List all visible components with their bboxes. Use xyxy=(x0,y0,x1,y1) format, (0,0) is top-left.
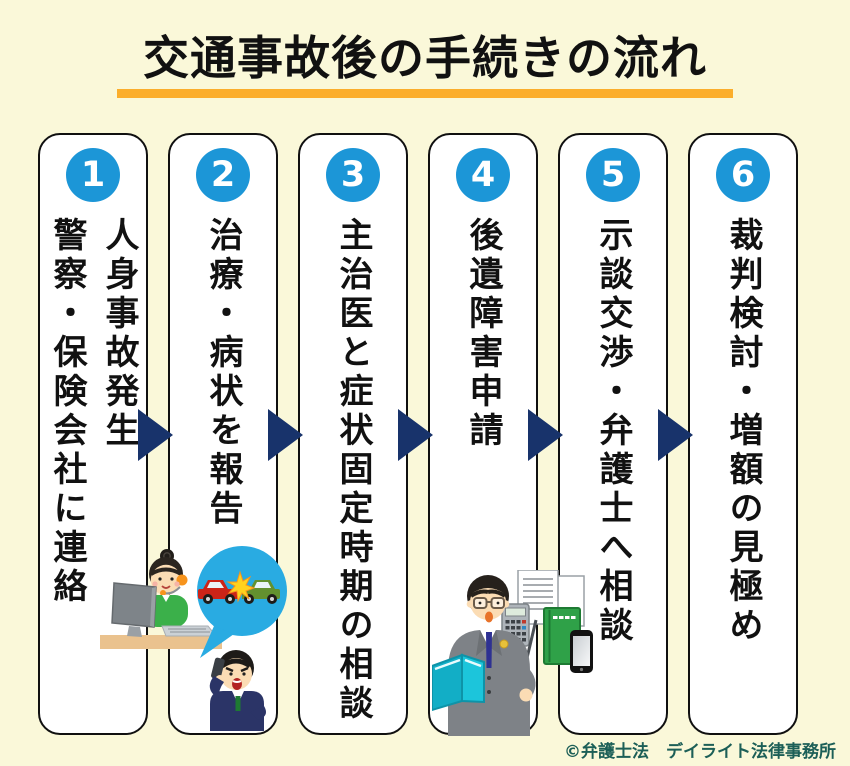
step-number: 1 xyxy=(80,155,106,195)
step-number: 3 xyxy=(340,155,366,195)
operator-at-computer-illustration xyxy=(100,549,222,649)
step-label: 後遺障害申請 xyxy=(463,217,503,451)
flow-arrow-right-icon xyxy=(268,409,303,461)
step-number-badge: 5 xyxy=(586,148,640,202)
man-reporting-accident-by-phone-illustration xyxy=(197,546,287,731)
step-number-badge: 1 xyxy=(66,148,120,202)
step-number: 6 xyxy=(730,155,756,195)
step-label: 裁判検討・増額の見極め xyxy=(723,217,763,646)
step-number: 5 xyxy=(600,155,626,195)
page-title: 交通事故後の手続きの流れ xyxy=(143,31,707,85)
step-card-6: 6 裁判検討・増額の見極め xyxy=(688,133,798,735)
step-number: 2 xyxy=(210,155,236,195)
flow-arrow-right-icon xyxy=(528,409,563,461)
step-label: 人身事故発生 警察・保険会社に連絡 xyxy=(47,217,139,607)
step-number-badge: 3 xyxy=(326,148,380,202)
step-label: 主治医と症状固定時期の相談 xyxy=(333,217,373,724)
flow-arrow-right-icon xyxy=(138,409,173,461)
step-number: 4 xyxy=(470,155,496,195)
flow-arrow-right-icon xyxy=(398,409,433,461)
step-number-badge: 6 xyxy=(716,148,770,202)
title-underline xyxy=(117,89,733,98)
step-label: 治療・病状を報告 xyxy=(203,217,243,529)
copyright-text: ©弁護士法 デイライト法律事務所 xyxy=(564,742,836,762)
flow-arrow-right-icon xyxy=(658,409,693,461)
step-number-badge: 4 xyxy=(456,148,510,202)
step-number-badge: 2 xyxy=(196,148,250,202)
step-card-1: 1 人身事故発生 警察・保険会社に連絡 xyxy=(38,133,148,735)
step-label: 示談交渉・弁護士へ相談 xyxy=(593,217,633,646)
step-card-3: 3 主治医と症状固定時期の相談 xyxy=(298,133,408,735)
lawyer-with-documents-illustration xyxy=(432,570,593,736)
